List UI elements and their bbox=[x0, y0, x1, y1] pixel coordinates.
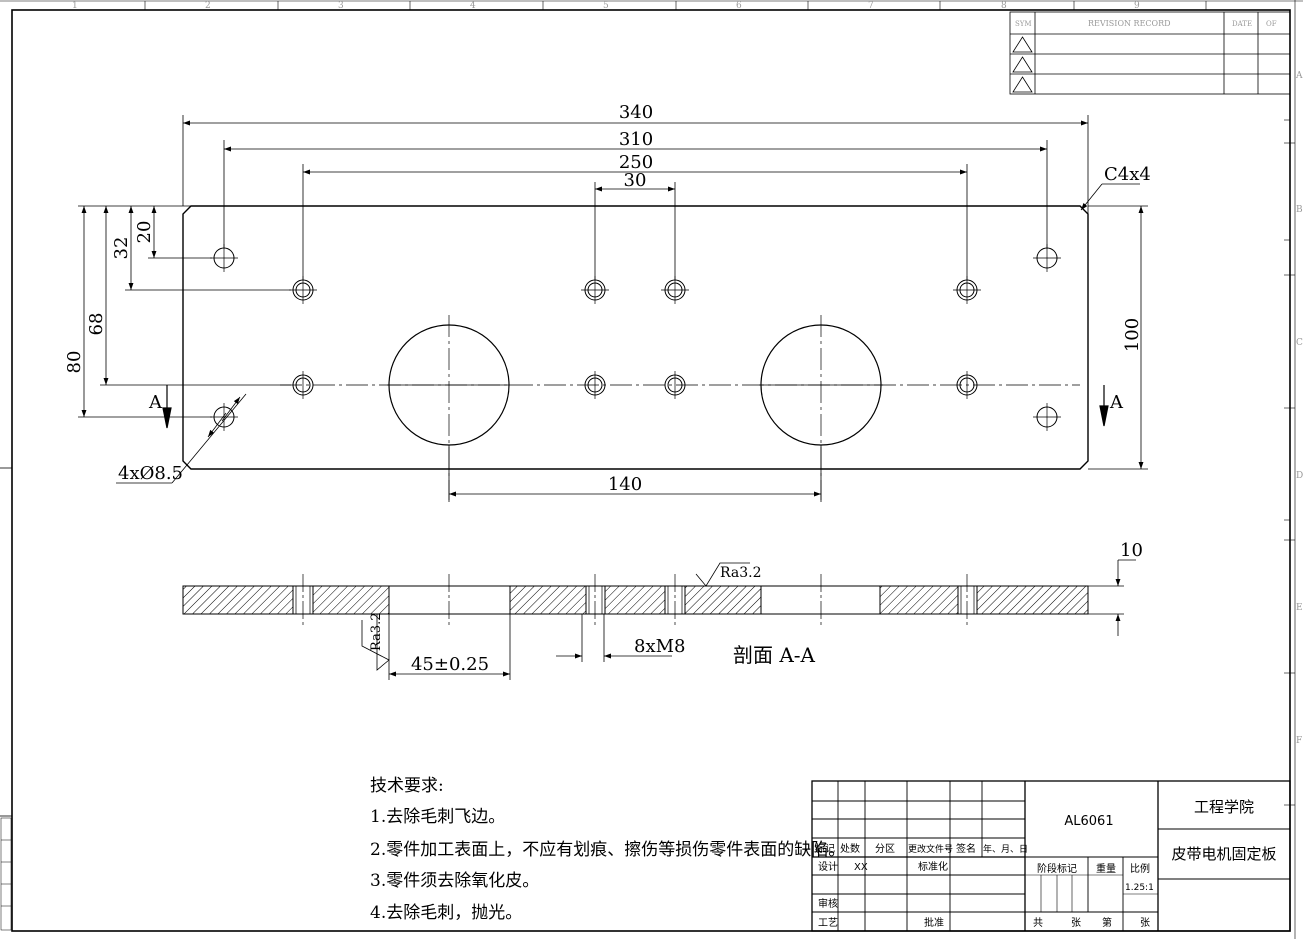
part-name: 皮带电机固定板 bbox=[1171, 845, 1276, 863]
dim-250: 250 bbox=[619, 152, 653, 173]
svg-text:张: 张 bbox=[1071, 917, 1081, 929]
dim-tolerance: 45±0.25 bbox=[411, 654, 489, 675]
zone-number: 6 bbox=[736, 1, 742, 11]
svg-text:DATE: DATE bbox=[1232, 20, 1252, 28]
plate-outline bbox=[182, 205, 1089, 470]
revision-table bbox=[1009, 11, 1291, 95]
svg-text:1.25:1: 1.25:1 bbox=[1125, 883, 1154, 893]
clearance-holes bbox=[210, 244, 1061, 431]
zone-number: 7 bbox=[868, 1, 874, 11]
svg-text:SYM: SYM bbox=[1015, 20, 1032, 28]
zone-number: 4 bbox=[470, 1, 476, 11]
dim-thread: 8xM8 bbox=[634, 636, 686, 657]
zone-letter: A bbox=[1295, 71, 1303, 81]
zone-letter: F bbox=[1296, 736, 1302, 746]
section-title: 剖面 A-A bbox=[733, 643, 816, 667]
roughness-top: Ra3.2 bbox=[720, 565, 761, 581]
zone-labels: 1 2 3 4 5 6 7 8 9 A B C D E F bbox=[72, 1, 1303, 746]
zone-number: 3 bbox=[338, 1, 344, 11]
roughness-left: Ra3.2 bbox=[369, 612, 384, 651]
revision-header: SYM REVISION RECORD DATE OF bbox=[1015, 19, 1277, 28]
dim-30: 30 bbox=[624, 170, 647, 191]
title-block: 标记 处数 分区 更改文件号 签名 年、月、日 设计 XX 标准化 审核 工艺 … bbox=[811, 780, 1291, 932]
section-label-right: A bbox=[1109, 392, 1124, 413]
notes-title: 技术要求: bbox=[370, 776, 444, 796]
svg-text:REVISION RECORD: REVISION RECORD bbox=[1088, 19, 1171, 28]
note-item: 2.零件加工表面上，不应有划痕、擦伤等损伤零件表面的缺陷。 bbox=[370, 840, 845, 860]
svg-text:阶段标记: 阶段标记 bbox=[1037, 862, 1077, 875]
section-marker-left bbox=[162, 385, 172, 429]
zone-number: 5 bbox=[603, 1, 609, 11]
svg-text:审核: 审核 bbox=[818, 897, 838, 910]
note-item: 3.零件须去除氧化皮。 bbox=[370, 871, 539, 891]
roughness-symbol-icon bbox=[695, 562, 750, 587]
zone-number: 9 bbox=[1134, 1, 1140, 11]
dim-340: 340 bbox=[619, 102, 653, 123]
zone-letter: B bbox=[1296, 205, 1303, 215]
dim-80: 80 bbox=[64, 351, 85, 374]
svg-text:工艺: 工艺 bbox=[818, 917, 838, 929]
svg-text:标记: 标记 bbox=[815, 843, 835, 855]
dim-32: 32 bbox=[111, 237, 132, 260]
svg-text:张: 张 bbox=[1140, 917, 1150, 929]
dim-20: 20 bbox=[134, 221, 155, 244]
section-view: Ra3.2 Ra3.2 10 45±0.25 8xM8 剖面 A-A bbox=[182, 540, 1143, 680]
svg-text:年、月、日: 年、月、日 bbox=[983, 843, 1028, 855]
plan-dimension-lines bbox=[78, 115, 1148, 502]
svg-text:批准: 批准 bbox=[924, 916, 944, 929]
section-marker-right bbox=[1099, 385, 1109, 427]
svg-text:标准化: 标准化 bbox=[918, 860, 948, 873]
roughness-symbol-icon bbox=[361, 614, 390, 671]
svg-text:分区: 分区 bbox=[875, 843, 895, 855]
revision-triangle-icon bbox=[1012, 36, 1033, 53]
zone-letter: C bbox=[1296, 338, 1303, 348]
plan-dimension-text: 340 310 250 30 C4x4 20 32 68 80 100 140 … bbox=[64, 102, 1151, 495]
revision-triangle-icon bbox=[1012, 56, 1033, 73]
svg-text:处数: 处数 bbox=[840, 842, 860, 855]
svg-text:共: 共 bbox=[1033, 917, 1043, 929]
dim-thickness: 10 bbox=[1120, 540, 1143, 561]
dim-chamfer: C4x4 bbox=[1104, 164, 1151, 185]
svg-text:签名: 签名 bbox=[956, 842, 976, 855]
zone-letter: E bbox=[1296, 603, 1303, 613]
dim-140: 140 bbox=[608, 474, 642, 495]
zone-letter: D bbox=[1296, 471, 1303, 481]
svg-text:XX: XX bbox=[854, 862, 868, 873]
threaded-holes bbox=[289, 276, 981, 399]
svg-text:第: 第 bbox=[1102, 916, 1112, 929]
dim-100: 100 bbox=[1122, 318, 1143, 352]
dim-68: 68 bbox=[86, 313, 107, 336]
dim-310: 310 bbox=[619, 129, 653, 150]
company-name: 工程学院 bbox=[1194, 798, 1254, 816]
note-item: 1.去除毛刺飞边。 bbox=[370, 807, 505, 827]
zone-number: 8 bbox=[1001, 1, 1007, 11]
svg-text:重量: 重量 bbox=[1096, 862, 1116, 875]
svg-text:更改文件号: 更改文件号 bbox=[908, 843, 953, 855]
svg-text:OF: OF bbox=[1266, 20, 1277, 28]
zone-number: 2 bbox=[205, 1, 211, 11]
center-lines bbox=[280, 315, 1080, 500]
section-label-left: A bbox=[148, 392, 163, 413]
zone-number: 1 bbox=[72, 1, 78, 11]
note-item: 4.去除毛刺，抛光。 bbox=[370, 903, 522, 923]
dim-holes: 4xØ8.5 bbox=[118, 463, 183, 484]
material: AL6061 bbox=[1064, 814, 1113, 829]
technical-notes: 技术要求: 1.去除毛刺飞边。 2.零件加工表面上，不应有划痕、擦伤等损伤零件表… bbox=[370, 776, 845, 923]
svg-text:设计: 设计 bbox=[818, 860, 838, 873]
svg-text:比例: 比例 bbox=[1130, 862, 1150, 875]
revision-triangle-icon bbox=[1012, 76, 1033, 93]
